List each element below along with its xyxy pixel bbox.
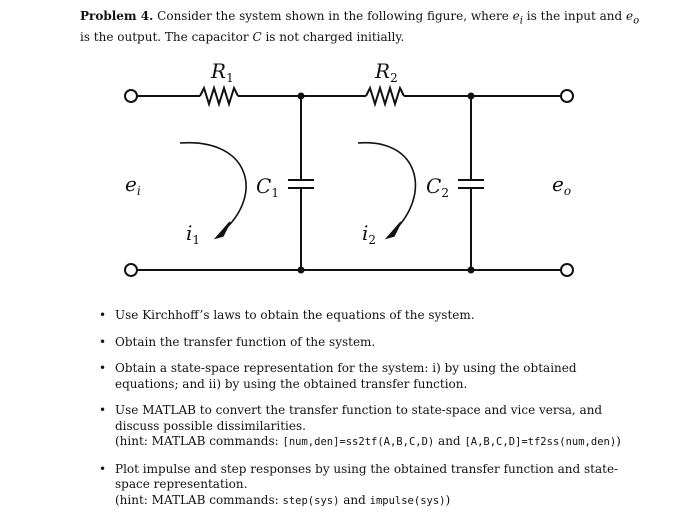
- junction-node: [467, 92, 475, 100]
- output-terminal-top: [560, 89, 574, 103]
- eo-symbol: e: [626, 9, 634, 23]
- capacitor-symbol: C: [252, 30, 262, 45]
- arrowhead-i1: [213, 221, 231, 240]
- junction-node: [297, 266, 305, 274]
- label-r1: R1: [210, 59, 234, 85]
- list-item: • Use Kirchhoff’s laws to obtain the equ…: [97, 308, 627, 324]
- loop-arrow-i2: [357, 142, 417, 233]
- input-terminal-top: [124, 89, 138, 103]
- task-hint: (hint: MATLAB commands: [num,den]=ss2tf(…: [115, 434, 621, 448]
- task-text: Use Kirchhoff’s laws to obtain the equat…: [115, 308, 475, 322]
- list-item: • Obtain the transfer function of the sy…: [97, 335, 627, 351]
- label-ei: ei: [125, 172, 141, 198]
- ei-subscript: i: [519, 15, 523, 27]
- input-terminal-bottom: [124, 263, 138, 277]
- label-eo: eo: [552, 172, 571, 198]
- bullet-dot: •: [99, 308, 107, 322]
- loop-arrow-i1: [179, 142, 247, 233]
- task-text: Obtain a state-space representation for …: [115, 361, 577, 391]
- problem-text: Consider the system shown in the followi…: [157, 9, 513, 23]
- matlab-code: step(sys): [282, 494, 340, 507]
- circuit-diagram: R1 R2 C1 C2 ei eo i1 i2: [124, 59, 574, 277]
- task-hint: (hint: MATLAB commands: step(sys) and im…: [115, 492, 451, 507]
- list-item: • Use MATLAB to convert the transfer fun…: [97, 403, 627, 451]
- bullet-dot: •: [99, 403, 107, 417]
- list-item: • Plot impulse and step responses by usi…: [97, 462, 627, 510]
- problem-text: is not charged initially.: [261, 30, 405, 45]
- eo-subscript: o: [633, 15, 640, 27]
- matlab-code: impulse(sys): [369, 494, 446, 507]
- label-i2: i2: [362, 221, 376, 247]
- label-i1: i1: [186, 221, 200, 247]
- resistor-r1: [199, 84, 239, 108]
- task-list: • Use Kirchhoff’s laws to obtain the equ…: [97, 308, 627, 520]
- label-c1: C1: [256, 174, 279, 200]
- junction-node: [467, 266, 475, 274]
- matlab-code: [num,den]=ss2tf(A,B,C,D): [282, 436, 435, 448]
- matlab-code: [A,B,C,D]=tf2ss(num,den): [464, 436, 617, 448]
- task-text: Obtain the transfer function of the syst…: [115, 334, 376, 349]
- bullet-dot: •: [99, 334, 107, 349]
- arrowhead-i2: [384, 221, 402, 240]
- ei-symbol: e: [512, 9, 520, 23]
- label-r2: R2: [374, 59, 398, 85]
- problem-label: Problem 4.: [80, 9, 154, 23]
- task-text: Use MATLAB to convert the transfer funct…: [115, 403, 603, 433]
- output-terminal-bottom: [560, 263, 574, 277]
- resistor-r2: [365, 84, 405, 108]
- junction-node: [297, 92, 305, 100]
- bullet-dot: •: [99, 361, 107, 375]
- list-item: • Obtain a state-space representation fo…: [97, 361, 627, 392]
- problem-statement: Problem 4. Consider the system shown in …: [80, 8, 640, 45]
- label-c2: C2: [426, 174, 449, 200]
- task-text: Plot impulse and step responses by using…: [115, 461, 619, 492]
- problem-text: is the input and: [522, 9, 627, 23]
- problem-text: is the output. The capacitor: [80, 30, 253, 45]
- bullet-dot: •: [99, 461, 107, 476]
